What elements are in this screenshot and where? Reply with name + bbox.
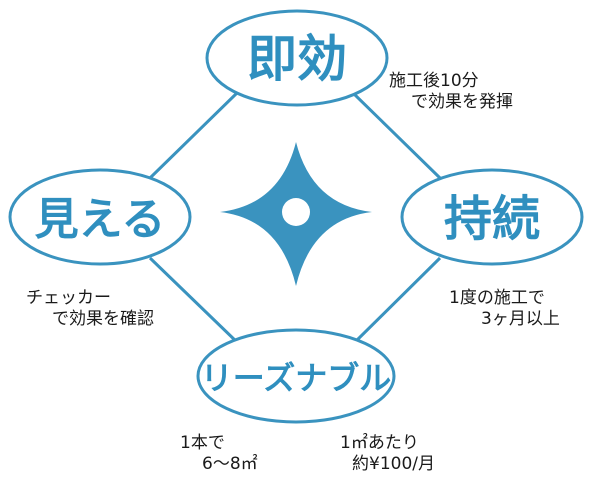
node-right-ellipse	[400, 168, 584, 266]
caption-left-line1: チェッカー	[26, 288, 111, 308]
shuriken-star-icon	[220, 142, 372, 286]
caption-left: チェッカー で効果を確認	[26, 288, 154, 330]
caption-top: 施工後10分 で効果を発揮	[389, 71, 513, 113]
caption-bottom-right: 1㎡あたり 約¥100/月	[340, 433, 435, 475]
connector-left-bottom	[148, 256, 242, 347]
caption-right-line1: 1度の施工で	[449, 288, 545, 308]
caption-top-line1: 施工後10分	[389, 71, 479, 91]
caption-bottom-left-line2: 6〜8㎡	[202, 454, 258, 474]
caption-bottom-right-line1: 1㎡あたり	[340, 433, 419, 453]
caption-bottom-left-line1: 1本で	[180, 433, 225, 453]
caption-right: 1度の施工で 3ヶ月以上	[449, 288, 560, 330]
caption-bottom-left: 1本で 6〜8㎡	[180, 433, 258, 475]
connector-top-right	[350, 90, 442, 180]
caption-left-line2: で効果を確認	[52, 309, 154, 329]
node-bottom-ellipse	[196, 328, 396, 424]
caption-bottom-right-line2: 約¥100/月	[352, 454, 435, 474]
diamond-connectors	[148, 90, 442, 347]
node-right-label: 持続	[444, 191, 540, 247]
node-top-ellipse	[205, 9, 389, 107]
connector-top-left	[148, 90, 240, 180]
connector-right-bottom	[350, 256, 442, 347]
caption-top-line2: で効果を発揮	[411, 92, 513, 112]
node-top-label: 即効	[247, 30, 347, 88]
caption-right-line2: 3ヶ月以上	[481, 309, 560, 329]
node-bottom-label: リーズナブル	[201, 359, 391, 397]
node-left-ellipse	[8, 168, 192, 266]
node-left-label: 見える	[35, 194, 166, 245]
